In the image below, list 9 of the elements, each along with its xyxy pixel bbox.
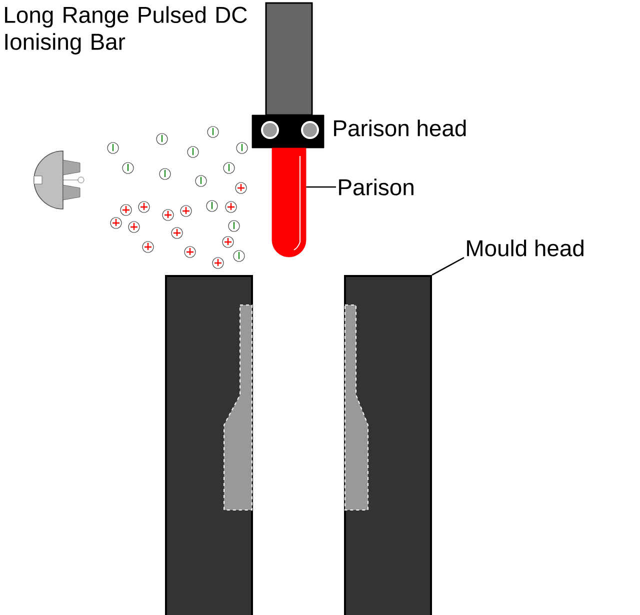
mould-half	[344, 275, 432, 615]
parison-drawing	[272, 148, 306, 258]
leader-line	[432, 257, 464, 276]
leader-label: Mould head	[467, 240, 584, 256]
mould-half	[165, 275, 253, 615]
leader-line	[306, 186, 336, 188]
label: Parison head	[334, 120, 466, 136]
label: Long Range Pulsed DC Ionising Bar	[5, 6, 247, 54]
leader-label: Parison	[339, 178, 414, 196]
